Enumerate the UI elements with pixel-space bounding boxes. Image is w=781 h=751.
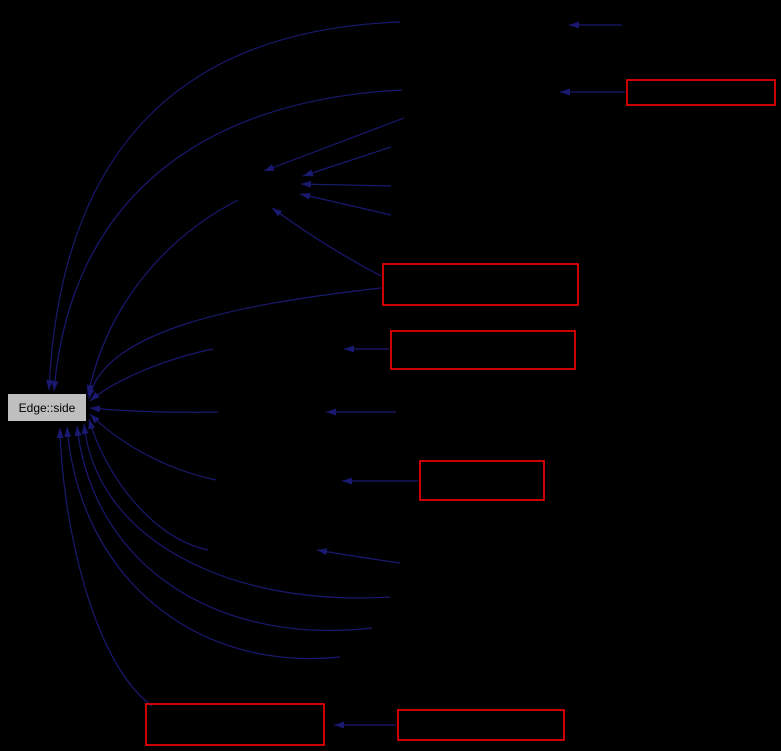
- graph-node-box[interactable]: [397, 709, 565, 741]
- call-edge: [56, 427, 153, 707]
- call-edge: [88, 418, 209, 551]
- call-edge: [300, 180, 392, 188]
- central-node-box: [8, 394, 86, 421]
- call-edge: [299, 192, 392, 216]
- node-box-group: [145, 79, 776, 746]
- call-edge: [89, 405, 219, 413]
- graph-node-box[interactable]: [390, 330, 576, 370]
- call-edge: [89, 413, 217, 481]
- call-edge: [51, 89, 403, 392]
- graph-node-box[interactable]: [419, 460, 545, 501]
- call-edge: [86, 199, 239, 396]
- central-node-label: Edge::side: [19, 401, 76, 415]
- graph-node-box[interactable]: [145, 703, 325, 746]
- call-edge: [87, 287, 382, 400]
- call-edge: [271, 207, 382, 277]
- call-edge: [89, 348, 214, 402]
- call-edge: [45, 21, 401, 391]
- call-edge: [263, 117, 405, 172]
- call-edge: [74, 425, 373, 632]
- central-node: Edge::side: [8, 394, 86, 421]
- call-edge: [81, 423, 391, 599]
- graph-node-box[interactable]: [626, 79, 776, 106]
- call-edge: [302, 146, 392, 177]
- graph-node-box[interactable]: [382, 263, 579, 306]
- call-edge: [64, 426, 341, 660]
- call-edge: [316, 548, 401, 564]
- edge-group: [45, 21, 625, 729]
